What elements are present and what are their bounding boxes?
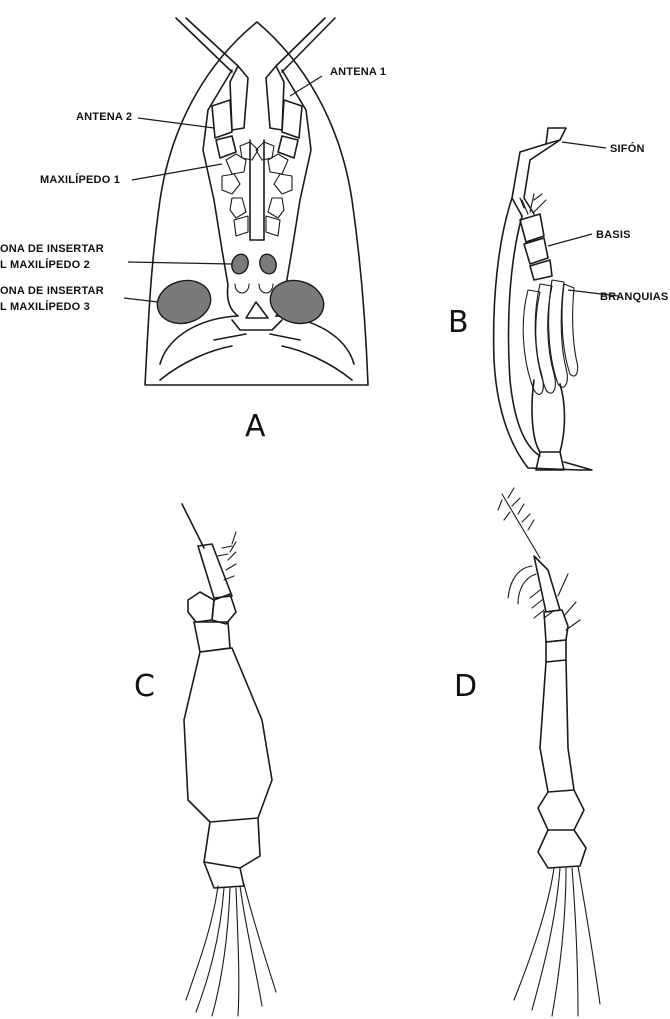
maxilliped2-insertion-right [257,252,278,276]
leader-zona3 [124,298,158,302]
label-zona2-line2: L MAXILÍPEDO 2 [0,258,90,271]
c-tail-setae [186,884,276,1016]
panel-c-drawing [182,504,276,1016]
antenna2-left [212,100,236,158]
flap-line-right [282,346,352,380]
label-basis: BASIS [596,229,631,241]
label-zona3-line1: ONA DE INSERTAR [0,285,104,297]
flap-line-left [160,346,232,380]
panel-letter-b: B [448,305,469,340]
panel-d-drawing [498,488,600,1016]
label-antena1: ANTENA 1 [330,66,386,78]
c-setae-top [218,532,236,580]
leader-antena1 [290,76,322,96]
d-carpus-setae [564,602,580,630]
antenna2-right [278,100,302,158]
panel-letter-c: C [134,669,155,704]
inner-left [203,70,232,285]
d-tail-setae [514,866,600,1016]
d-lower-ring [538,830,586,868]
leader-antena2 [138,118,214,128]
label-zona3-line2: L MAXILÍPEDO 3 [0,300,90,313]
c-main-segment [184,648,272,822]
lower-shield [160,316,354,364]
c-basal-segment [204,818,260,868]
siphon-stalk [512,140,560,216]
basis-segments [520,214,552,280]
endopod-trunk [532,380,565,452]
label-zona2-line1: ONA DE INSERTAR [0,243,104,255]
lower-lines [214,334,300,340]
leader-basis [548,234,592,246]
label-branquias: BRANQUIAS [600,291,668,303]
leader-sifon [562,142,606,148]
c-carpus-left [188,592,214,622]
antenna1-base-right [266,66,284,130]
antenna-whip-right [276,18,335,72]
antenna-whip-left [176,18,238,72]
panel-letter-d: D [454,669,477,704]
maxilliped1-pieces [234,216,280,236]
sternal-bar [232,320,282,330]
inner-right [282,70,311,285]
c-dactyl [198,544,232,598]
antenna1-base-left [230,66,248,130]
endopod-base [536,452,564,470]
c-merus [194,622,230,652]
panel-letter-a: A [245,409,266,444]
gills [523,280,577,394]
c-tip-spine [182,504,204,548]
maxilliped3-insertion-right [265,275,328,330]
d-upper-ring [538,790,584,830]
label-antena2: ANTENA 2 [76,111,132,123]
d-merus [546,640,566,662]
central-channel [250,140,264,240]
panel-b-drawing [494,128,592,470]
label-maxilipedo1: MAXILÍPEDO 1 [40,173,120,186]
maxilliped2-insertion-left [229,252,250,276]
d-long-segment [540,660,574,792]
sternal-tip [246,302,268,318]
u-marks [235,284,273,293]
leader-zona2 [128,262,232,264]
d-plumose-seta [498,488,540,558]
label-sifon: SIFÓN [610,142,645,155]
